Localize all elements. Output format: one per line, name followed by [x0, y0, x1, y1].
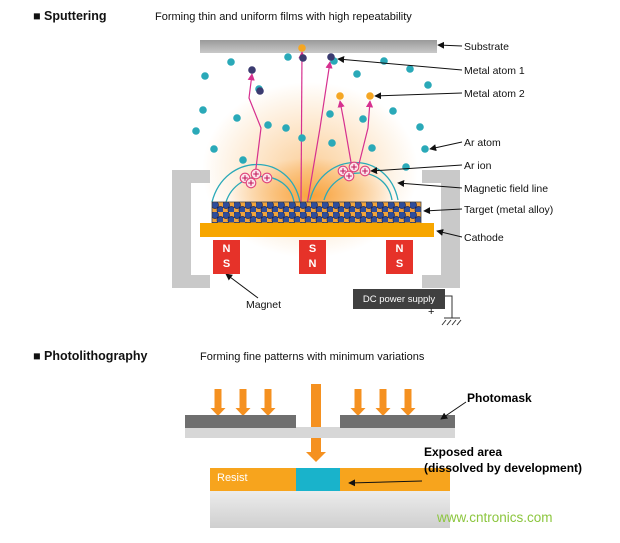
magnet-left: N S [213, 240, 240, 274]
label-exposed-area-line1: Exposed area [424, 445, 503, 459]
dc-power-supply-box: DC power supply [353, 289, 445, 309]
sputtering-subtitle: Forming thin and uniform films with high… [155, 11, 412, 23]
magnet-middle-pole-bottom: N [308, 258, 317, 270]
uv-arrows [210, 384, 416, 462]
magnet-right-pole-bottom: S [395, 258, 404, 270]
photolithography-subtitle: Forming fine patterns with minimum varia… [200, 351, 425, 363]
metal-atom-2-dots [298, 44, 374, 100]
substrate-bar [200, 40, 437, 53]
dc-power-supply-label: DC power supply [362, 293, 436, 305]
label-ar-ion: Ar ion [464, 160, 492, 172]
wafer-slab [210, 491, 450, 528]
magnet-right: N S [386, 240, 413, 274]
label-metal-atom-1: Metal atom 1 [464, 65, 525, 77]
chamber-wall-right [422, 170, 460, 288]
ar-atom-dots [192, 53, 432, 171]
ground-symbol [441, 317, 462, 326]
magnet-left-pole-bottom: S [222, 258, 231, 270]
magnet-left-pole-top: N [222, 243, 231, 255]
magnet-right-pole-top: N [395, 243, 404, 255]
label-photomask: Photomask [467, 391, 532, 405]
chamber-wall-left [172, 170, 210, 288]
sputtering-heading: ■ Sputtering [33, 9, 107, 23]
dc-wiring [445, 295, 453, 318]
watermark-text: www.cntronics.com [437, 510, 553, 525]
photolitho-connector-lines [348, 401, 467, 487]
label-target: Target (metal alloy) [464, 204, 554, 216]
label-ar-atom: Ar atom [464, 137, 501, 149]
exposed-area-region [296, 468, 340, 491]
magnet-middle-pole-top: S [308, 243, 317, 255]
target-bar [211, 201, 422, 224]
label-metal-atom-2: Metal atom 2 [464, 88, 525, 100]
sputter-trajectories [247, 51, 374, 206]
label-resist: Resist [217, 472, 248, 484]
photolithography-heading: ■ Photolithography [33, 349, 148, 363]
label-exposed-area-line2: (dissolved by development) [424, 461, 583, 475]
label-connector-lines [225, 41, 463, 299]
label-substrate: Substrate [464, 41, 509, 53]
label-magnetic-field-line: Magnetic field line [464, 183, 549, 195]
metal-atom-1-dots [248, 53, 335, 95]
label-cathode: Cathode [464, 232, 504, 244]
plus-sign: + [428, 306, 435, 318]
magnet-middle: S N [299, 240, 326, 274]
cathode-bar [200, 223, 434, 237]
label-magnet: Magnet [246, 299, 282, 311]
ar-ion-symbols [239, 161, 371, 189]
photomask-bars [185, 415, 455, 438]
